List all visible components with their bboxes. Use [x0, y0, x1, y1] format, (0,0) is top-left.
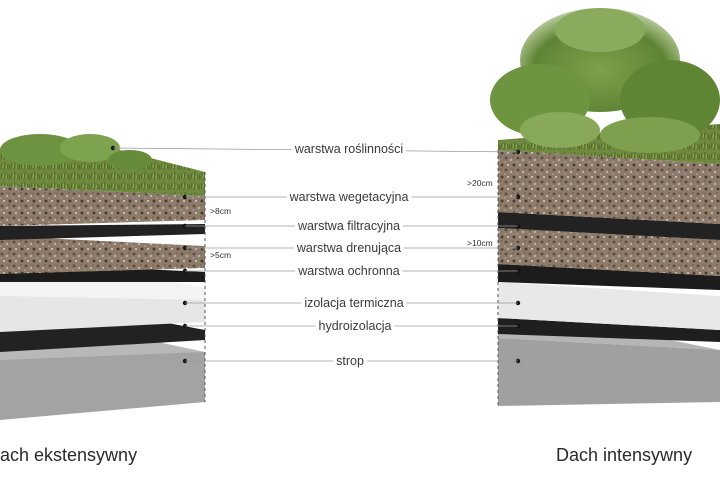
- dim-extensive-drainage: >5cm: [210, 250, 232, 260]
- label-protection-layer: warstwa ochronna: [295, 264, 403, 278]
- dim-extensive-substrate: >8cm: [210, 206, 232, 216]
- extensive-roof-stack: [0, 134, 206, 420]
- label-waterproofing: hydroizolacja: [315, 319, 395, 333]
- label-thermal-insulation: izolacja termiczna: [301, 296, 407, 310]
- label-substrate-layer: warstwa wegetacyjna: [286, 190, 412, 204]
- intensive-roof-stack: [490, 8, 720, 406]
- label-filter-layer: warstwa filtracyjna: [294, 219, 404, 233]
- label-slab: strop: [333, 354, 367, 368]
- extensive-roof-title: ach ekstensywny: [0, 445, 138, 465]
- dim-intensive-substrate: >20cm: [467, 178, 493, 188]
- label-vegetation-layer: warstwa roślinności: [291, 142, 407, 156]
- dim-intensive-drainage: >10cm: [467, 238, 493, 248]
- intensive-roof-title: Dach intensywny: [556, 445, 693, 465]
- label-drainage-layer: warstwa drenująca: [293, 241, 405, 255]
